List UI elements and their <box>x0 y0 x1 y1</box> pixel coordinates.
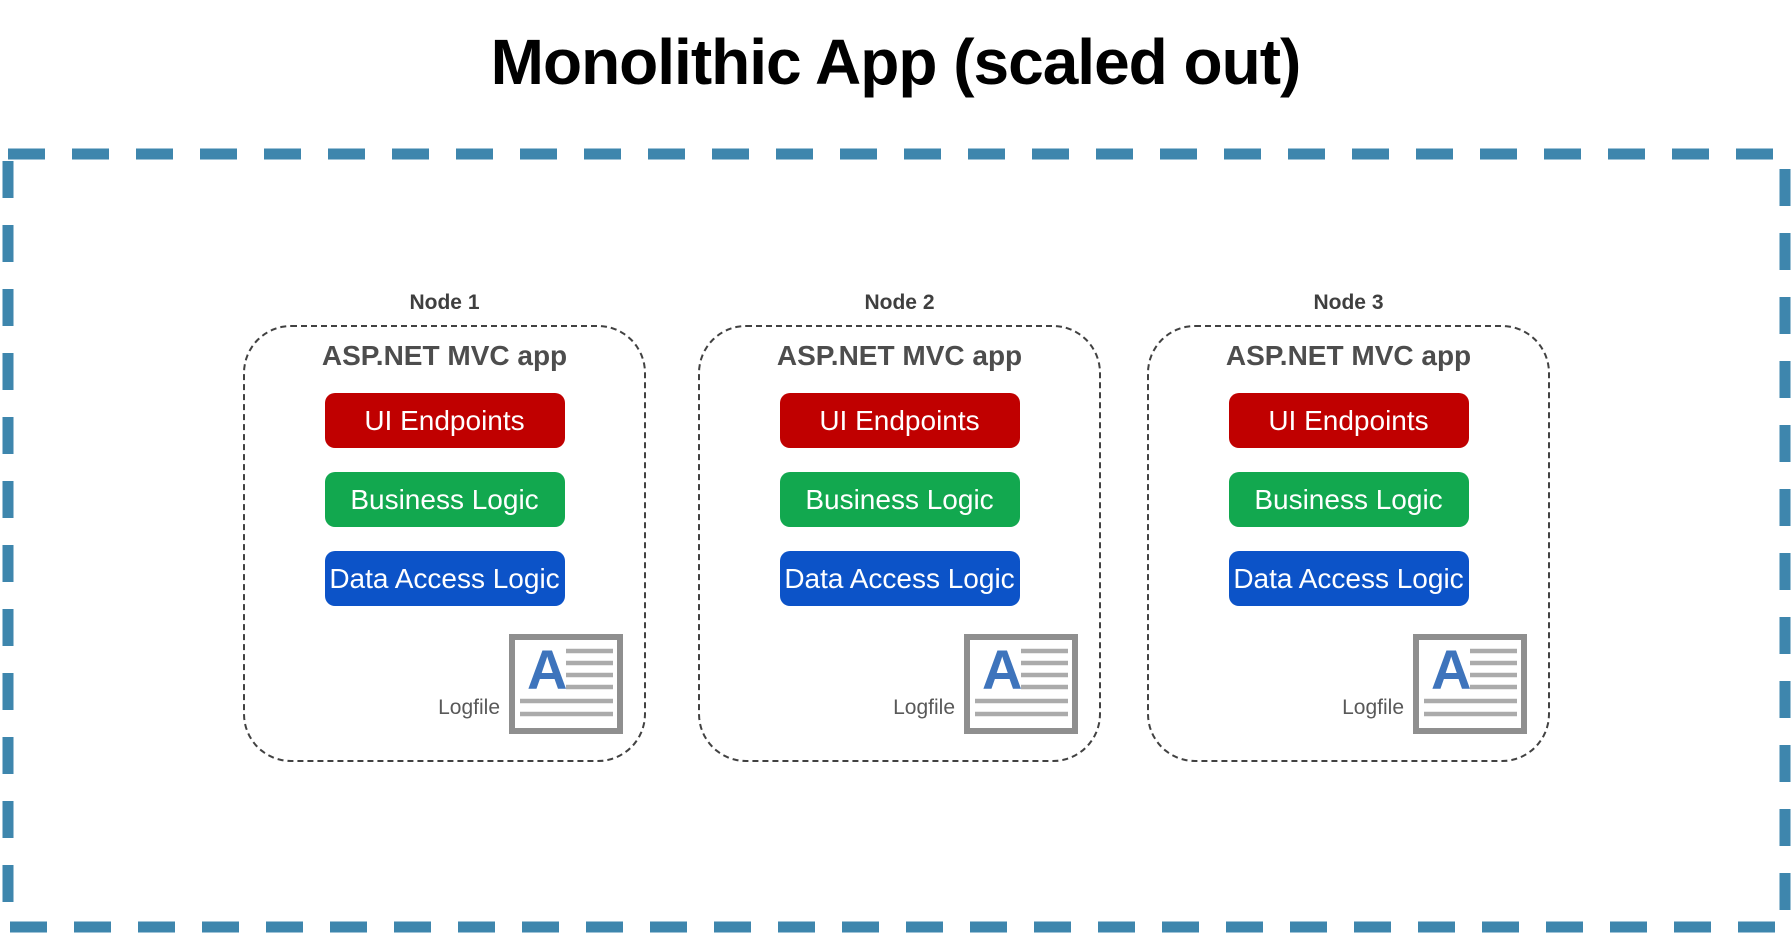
logfile-icon-letter: A <box>982 638 1022 701</box>
node-2-logfile: Logfile A <box>893 634 1078 734</box>
node-3-components: UI Endpoints Business Logic Data Access … <box>1149 393 1548 606</box>
component-business-logic: Business Logic <box>1228 472 1469 527</box>
node-2: Node 2 ASP.NET MVC app UI Endpoints Busi… <box>698 288 1101 762</box>
component-data-access-logic: Data Access Logic <box>324 551 565 606</box>
component-data-access-logic: Data Access Logic <box>779 551 1020 606</box>
logfile-icon-lines <box>1424 648 1517 717</box>
node-3-app-title: ASP.NET MVC app <box>1225 340 1472 371</box>
logfile-icon: A <box>964 634 1078 734</box>
logfile-icon-lines <box>975 648 1068 717</box>
logfile-icon-letter: A <box>527 638 567 701</box>
node-1-components: UI Endpoints Business Logic Data Access … <box>245 393 644 606</box>
component-business-logic: Business Logic <box>324 472 565 527</box>
node-3: Node 3 ASP.NET MVC app UI Endpoints Busi… <box>1147 288 1550 762</box>
node-2-app-title: ASP.NET MVC app <box>776 340 1023 371</box>
logfile-icon: A <box>509 634 623 734</box>
logfile-icon: A <box>1413 634 1527 734</box>
node-1-label: Node 1 <box>409 291 480 314</box>
node-2-components: UI Endpoints Business Logic Data Access … <box>700 393 1099 606</box>
node-3-label: Node 3 <box>1313 291 1384 314</box>
node-1-app-title: ASP.NET MVC app <box>321 340 568 371</box>
node-2-box: ASP.NET MVC app UI Endpoints Business Lo… <box>698 325 1101 762</box>
component-data-access-logic: Data Access Logic <box>1228 551 1469 606</box>
component-ui-endpoints: UI Endpoints <box>1228 393 1469 448</box>
node-2-label: Node 2 <box>864 291 935 314</box>
logfile-label: Logfile <box>893 696 955 719</box>
logfile-label: Logfile <box>438 696 500 719</box>
component-ui-endpoints: UI Endpoints <box>324 393 565 448</box>
node-3-box: ASP.NET MVC app UI Endpoints Business Lo… <box>1147 325 1550 762</box>
logfile-icon-lines <box>520 648 613 717</box>
page-title: Monolithic App (scaled out) <box>490 26 1302 98</box>
component-ui-endpoints: UI Endpoints <box>779 393 1020 448</box>
logfile-label: Logfile <box>1342 696 1404 719</box>
node-1-logfile: Logfile A <box>438 634 623 734</box>
logfile-icon-letter: A <box>1431 638 1471 701</box>
component-business-logic: Business Logic <box>779 472 1020 527</box>
node-3-logfile: Logfile A <box>1342 634 1527 734</box>
node-1: Node 1 ASP.NET MVC app UI Endpoints Busi… <box>243 288 646 762</box>
node-1-box: ASP.NET MVC app UI Endpoints Business Lo… <box>243 325 646 762</box>
